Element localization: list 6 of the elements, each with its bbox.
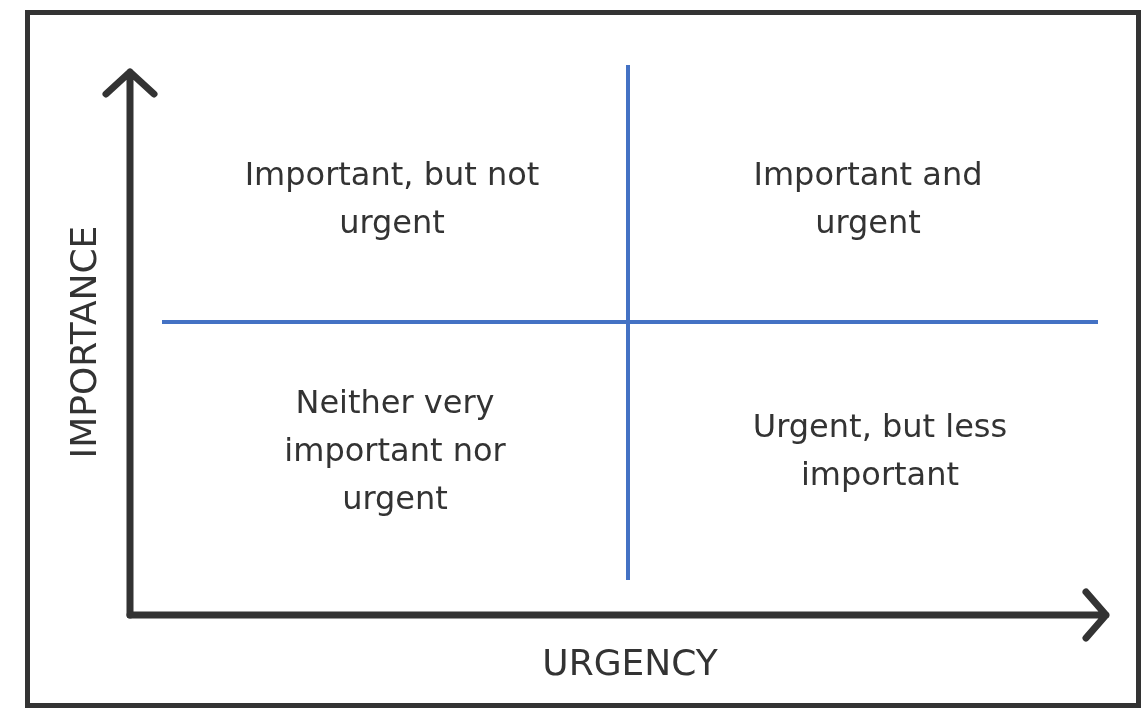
quadrant-label: Important, but not urgent	[243, 154, 541, 243]
axis-title: URGENCY	[541, 641, 719, 685]
quadrant-label: Important and urgent	[752, 154, 984, 243]
axis-title: IMPORTANCE	[62, 224, 105, 461]
quadrant-label: Neither very important nor urgent	[283, 382, 507, 519]
quadrant-label: Urgent, but less important	[751, 406, 1009, 495]
